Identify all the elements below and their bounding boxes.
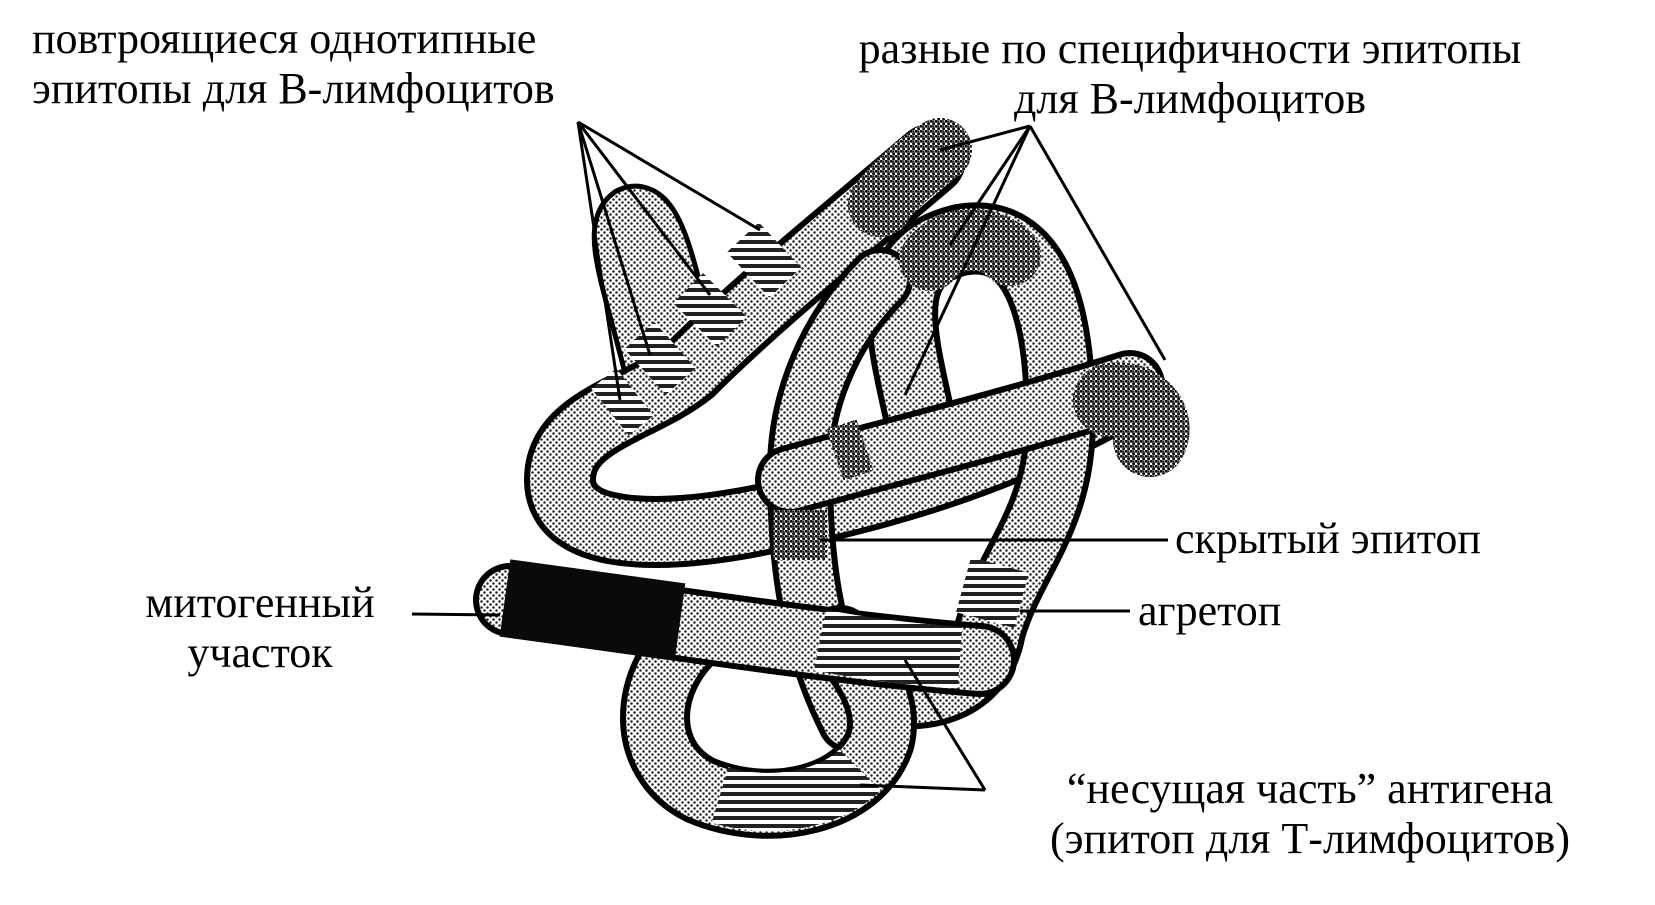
leader-different-1 — [939, 124, 1031, 152]
label-mitogenic-line2: участок — [187, 628, 333, 677]
label-mitogenic-site: митогенный участок — [110, 578, 410, 678]
leader-different-2 — [948, 125, 1032, 246]
label-mitogenic-line1: митогенный — [145, 578, 375, 627]
repeating-epitope-bands — [591, 222, 802, 436]
label-carrier-part: “несущая часть” антигена (эпитоп для Т-л… — [970, 764, 1650, 864]
label-repeating-line2: эпитопы для В-лимфоцитов — [32, 64, 555, 113]
leader-mitogenic — [411, 612, 501, 617]
leader-different-4 — [1028, 125, 1167, 361]
agretope-segment — [956, 557, 1029, 628]
label-carrier-line1: “несущая часть” антигена — [1066, 764, 1554, 813]
label-carrier-line2: (эпитоп для Т-лимфоцитов) — [1050, 814, 1570, 863]
mitogenic-segment — [499, 559, 686, 661]
leader-repeating-3 — [576, 121, 652, 356]
leader-carrier-2 — [859, 783, 986, 792]
label-hidden-epitope: скрытый эпитоп — [1175, 514, 1481, 563]
leader-carrier-1 — [903, 659, 987, 791]
hidden-epitope-segment — [773, 419, 874, 560]
label-repeating-line1: повтроящиеся однотипные — [32, 14, 537, 63]
leader-repeating-2 — [576, 121, 712, 296]
label-different-line2: для В-лимфоцитов — [1014, 74, 1366, 123]
label-different-epitopes: разные по специфичности эпитопы для В-ли… — [740, 24, 1640, 124]
leader-lines — [411, 120, 1168, 792]
leader-repeating-1 — [577, 120, 761, 232]
label-agretope: агретоп — [1138, 586, 1282, 635]
carrier-part-segment — [711, 609, 963, 831]
different-epitope-caps — [848, 118, 1190, 477]
leader-different-3 — [903, 125, 1032, 396]
label-different-line1: разные по специфичности эпитопы — [858, 24, 1522, 73]
label-repeating-epitopes: повтроящиеся однотипные эпитопы для В-ли… — [32, 14, 555, 114]
leader-repeating-4 — [576, 121, 622, 401]
